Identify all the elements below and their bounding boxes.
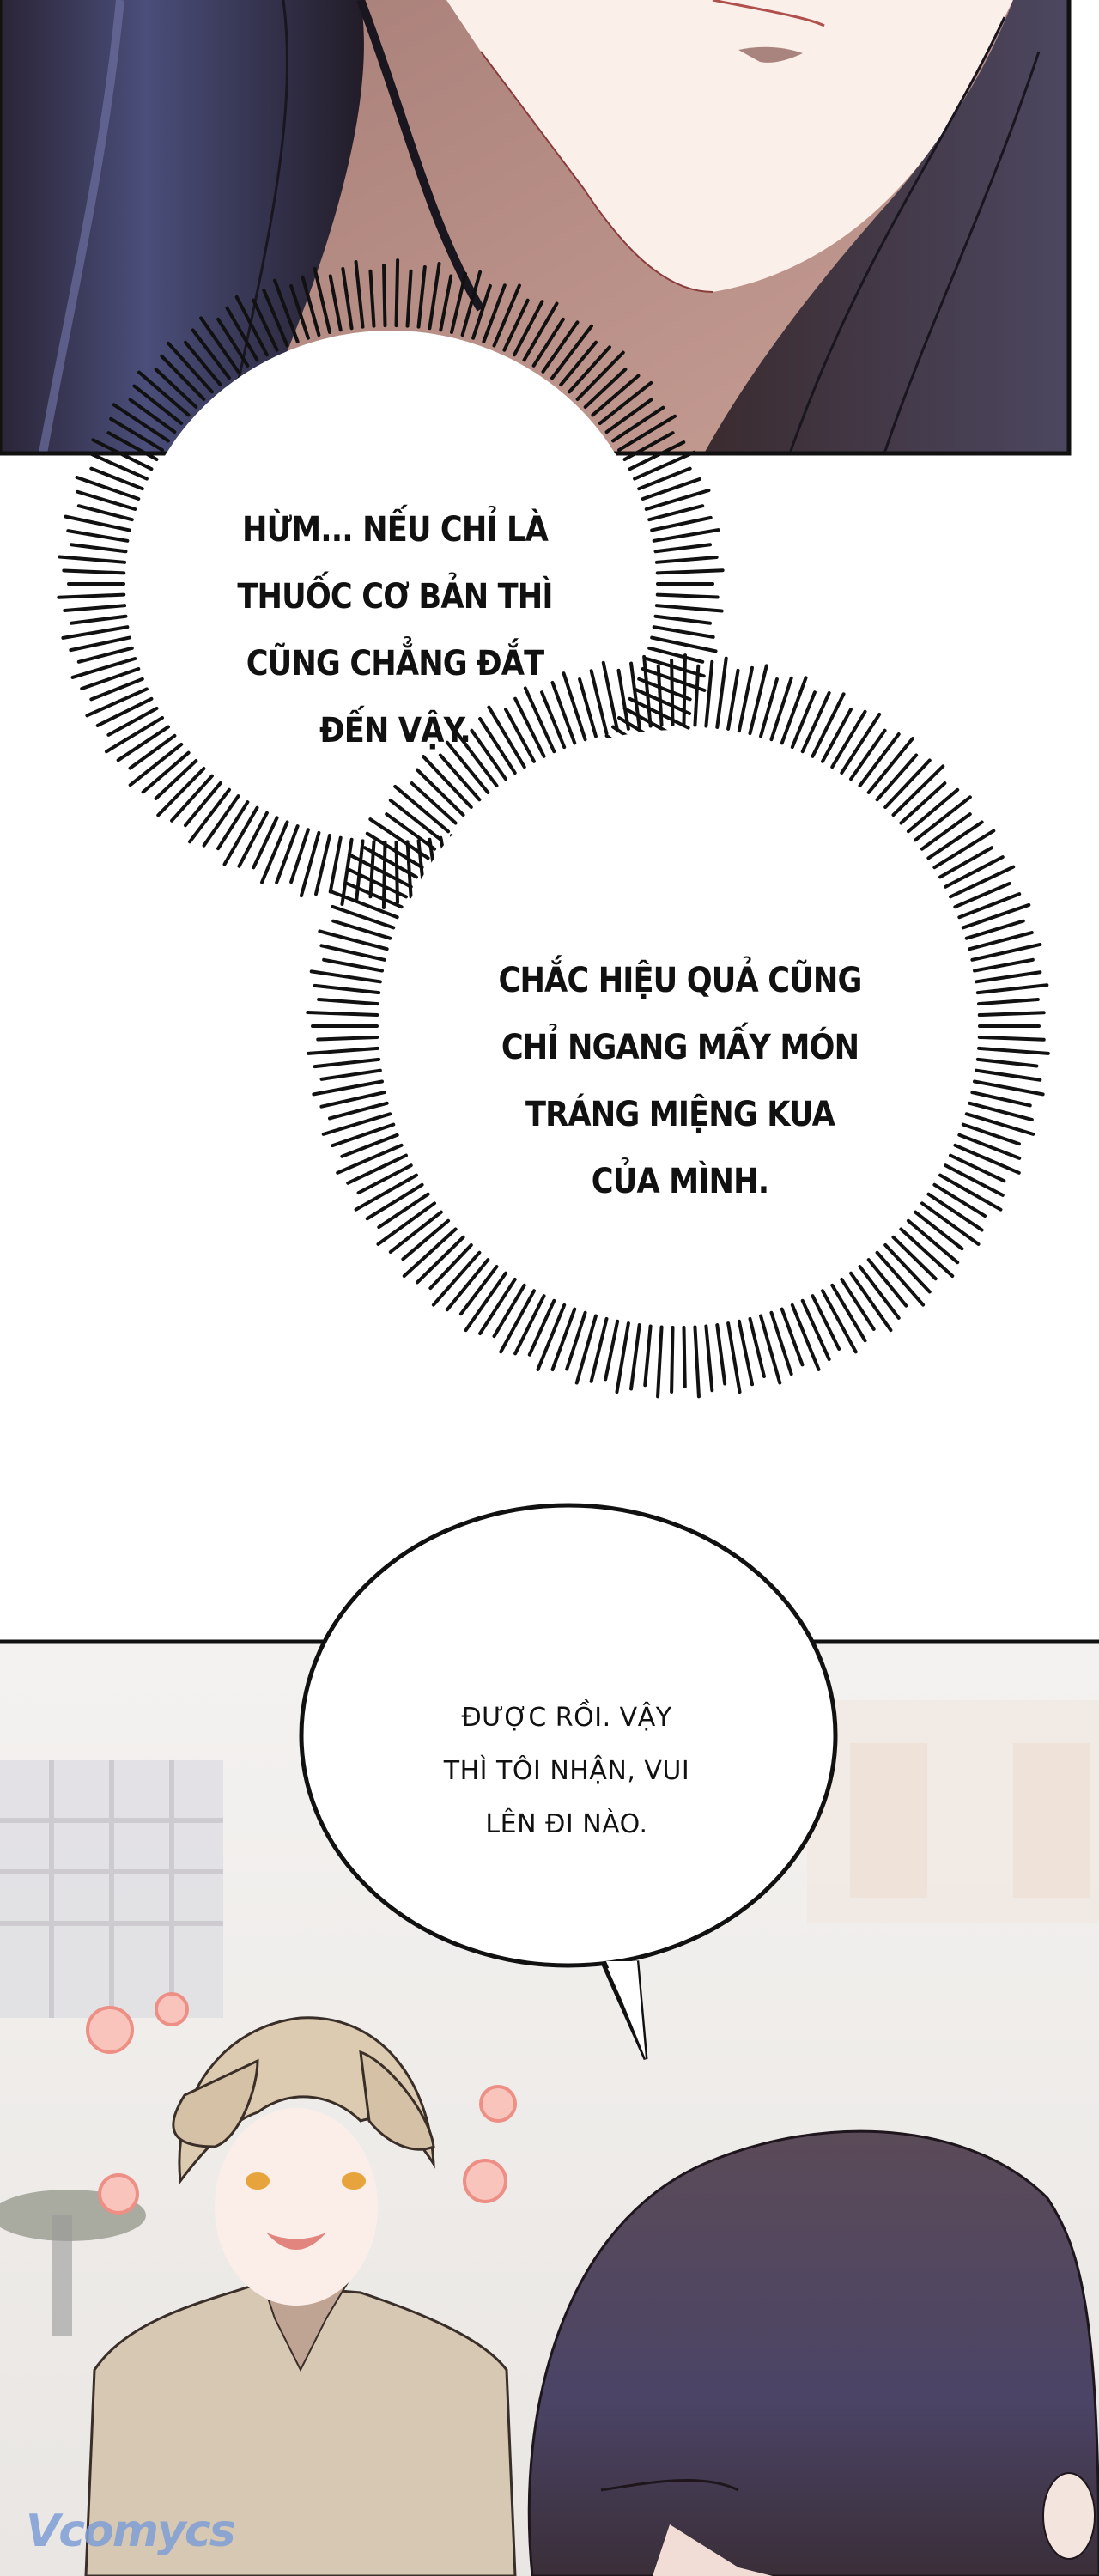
speech-1-line-2: THÌ TÔI NHẬN, VUI <box>443 1756 690 1786</box>
flower-decorations <box>86 1992 517 2215</box>
thought-bubble-1-text: HỪM... NẾU CHỈ LÀ THUỐC CƠ BẢN THÌ CŨNG … <box>187 496 603 764</box>
speech-bubble-1 <box>299 1503 838 2061</box>
thought-2-line-4: CỦA MÌNH. <box>591 1162 769 1201</box>
thought-2-line-2: CHỈ NGANG MẤY MÓN <box>501 1028 859 1067</box>
speech-1-line-1: ĐƯỢC RỒI. VẬY <box>461 1703 672 1733</box>
speech-bubble-1-text: ĐƯỢC RỒI. VẬY THÌ TÔI NHẬN, VUI LÊN ĐI N… <box>361 1692 773 1851</box>
thought-1-line-1: HỪM... NẾU CHỈ LÀ <box>242 510 549 550</box>
thought-1-line-2: THUỐC CƠ BẢN THÌ <box>237 577 553 617</box>
burst-bubble-2 <box>306 653 1050 1399</box>
thought-bubble-2-text: CHẮC HIỆU QUẢ CŨNG CHỈ NGANG MẤY MÓN TRÁ… <box>453 947 907 1215</box>
panel-bottom-art <box>0 1642 1099 2576</box>
speech-1-line-3: LÊN ĐI NÀO. <box>485 1809 648 1839</box>
thought-2-line-3: TRÁNG MIỆNG KUA <box>525 1095 835 1134</box>
thought-2-line-1: CHẮC HIỆU QUẢ CŨNG <box>498 961 862 1000</box>
thought-1-line-4: ĐẾN VẬY. <box>319 711 471 750</box>
thought-1-line-3: CŨNG CHẲNG ĐẮT <box>246 644 544 683</box>
watermark-logo: Vcomycs <box>26 2506 236 2557</box>
